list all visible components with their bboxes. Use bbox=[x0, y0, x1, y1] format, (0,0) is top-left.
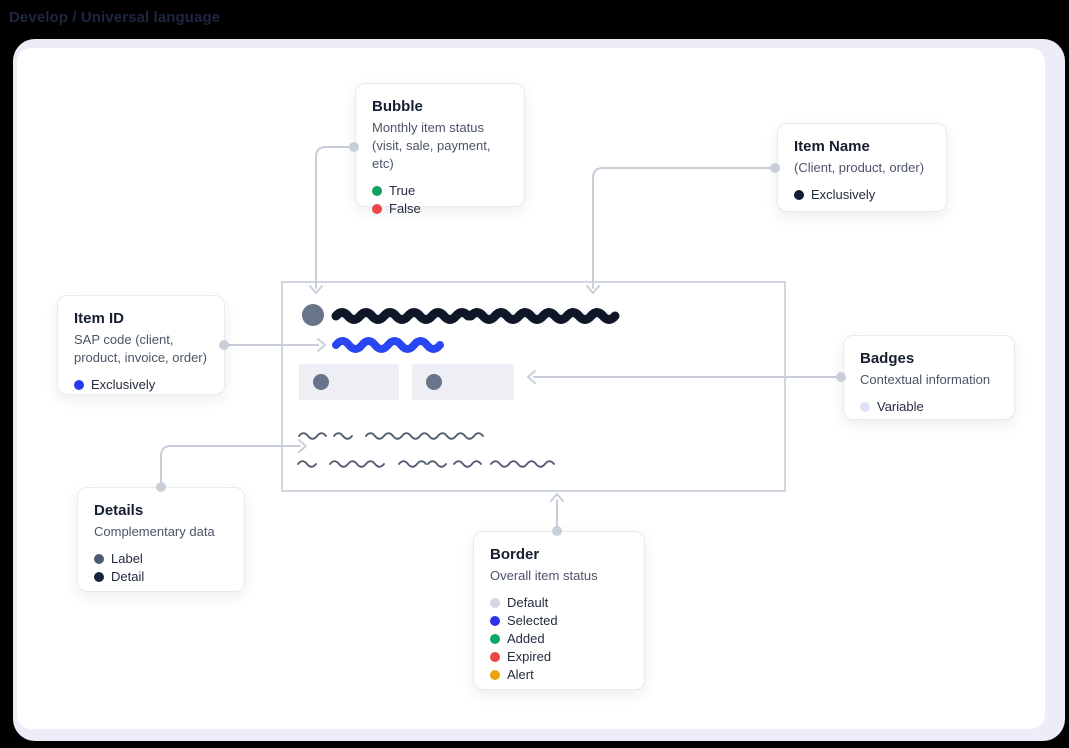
breadcrumb[interactable]: Develop / Universal language bbox=[9, 9, 220, 26]
legend: Exclusively bbox=[794, 186, 930, 204]
card-title: Item ID bbox=[74, 309, 208, 328]
badge-placeholder-1 bbox=[299, 364, 399, 400]
legend: Variable bbox=[860, 398, 998, 416]
added-dot-icon bbox=[490, 634, 500, 644]
legend-label: Exclusively bbox=[91, 376, 155, 394]
exclusively-dot-icon bbox=[794, 190, 804, 200]
subtitle-line: Overall item status bbox=[490, 568, 598, 583]
legend-item: Exclusively bbox=[794, 186, 930, 204]
badge-dot-icon bbox=[426, 374, 442, 390]
status-dot-true-icon bbox=[372, 186, 382, 196]
card-title: Bubble bbox=[372, 97, 508, 116]
card-title: Badges bbox=[860, 349, 998, 368]
legend-label: Selected bbox=[507, 612, 558, 630]
legend-label: Default bbox=[507, 594, 548, 612]
default-dot-icon bbox=[490, 598, 500, 608]
border-card: Border Overall item status Default Selec… bbox=[473, 531, 645, 690]
detail-dot-icon bbox=[94, 572, 104, 582]
subtitle-line: Complementary data bbox=[94, 524, 215, 539]
card-title: Details bbox=[94, 501, 228, 520]
selected-dot-icon bbox=[490, 616, 500, 626]
card-title: Border bbox=[490, 545, 628, 564]
subtitle-line: product, invoice, order) bbox=[74, 350, 207, 365]
subtitle-line: (Client, product, order) bbox=[794, 160, 924, 175]
card-subtitle: Overall item status bbox=[490, 567, 628, 585]
status-bubble-icon bbox=[302, 304, 324, 326]
card-subtitle: Contextual information bbox=[860, 371, 998, 389]
subtitle-line: (visit, sale, payment, etc) bbox=[372, 138, 491, 171]
legend-label: Alert bbox=[507, 666, 534, 684]
connector-dot bbox=[156, 482, 166, 492]
item-card-mockup bbox=[281, 281, 786, 492]
subtitle-line: Monthly item status bbox=[372, 120, 484, 135]
badges-card: Badges Contextual information Variable bbox=[843, 335, 1015, 420]
legend-item: Label bbox=[94, 550, 228, 568]
alert-dot-icon bbox=[490, 670, 500, 680]
legend-label: Label bbox=[111, 550, 143, 568]
badge-placeholder-2 bbox=[412, 364, 514, 400]
expired-dot-icon bbox=[490, 652, 500, 662]
legend: Label Detail bbox=[94, 550, 228, 586]
legend-label: Expired bbox=[507, 648, 551, 666]
legend-item: Expired bbox=[490, 648, 628, 666]
card-subtitle: Complementary data bbox=[94, 523, 228, 541]
card-title: Item Name bbox=[794, 137, 930, 156]
subtitle-line: SAP code (client, bbox=[74, 332, 173, 347]
legend-label: True bbox=[389, 182, 415, 200]
connector-dot bbox=[770, 163, 780, 173]
legend-item: False bbox=[372, 200, 508, 218]
label-dot-icon bbox=[94, 554, 104, 564]
bubble-card: Bubble Monthly item status (visit, sale,… bbox=[355, 83, 525, 207]
item-id-card: Item ID SAP code (client, product, invoi… bbox=[57, 295, 225, 395]
legend: Default Selected Added Expired Alert bbox=[490, 594, 628, 684]
connector-dot bbox=[552, 526, 562, 536]
legend: True False bbox=[372, 182, 508, 218]
subtitle-line: Contextual information bbox=[860, 372, 990, 387]
legend-label: Added bbox=[507, 630, 545, 648]
card-subtitle: (Client, product, order) bbox=[794, 159, 930, 177]
badge-dot-icon bbox=[313, 374, 329, 390]
item-name-card: Item Name (Client, product, order) Exclu… bbox=[777, 123, 947, 212]
legend-item: True bbox=[372, 182, 508, 200]
card-subtitle: SAP code (client, product, invoice, orde… bbox=[74, 331, 208, 367]
variable-dot-icon bbox=[860, 402, 870, 412]
legend-item: Alert bbox=[490, 666, 628, 684]
legend: Exclusively bbox=[74, 376, 208, 394]
legend-item: Default bbox=[490, 594, 628, 612]
connector-dot bbox=[219, 340, 229, 350]
legend-item: Detail bbox=[94, 568, 228, 586]
card-subtitle: Monthly item status (visit, sale, paymen… bbox=[372, 119, 508, 173]
legend-item: Selected bbox=[490, 612, 628, 630]
legend-item: Variable bbox=[860, 398, 998, 416]
legend-label: Detail bbox=[111, 568, 144, 586]
legend-item: Added bbox=[490, 630, 628, 648]
exclusively-dot-icon bbox=[74, 380, 84, 390]
connector-dot bbox=[836, 372, 846, 382]
legend-label: Variable bbox=[877, 398, 924, 416]
connector-dot bbox=[349, 142, 359, 152]
details-card: Details Complementary data Label Detail bbox=[77, 487, 245, 592]
status-dot-false-icon bbox=[372, 204, 382, 214]
legend-label: Exclusively bbox=[811, 186, 875, 204]
legend-item: Exclusively bbox=[74, 376, 208, 394]
legend-label: False bbox=[389, 200, 421, 218]
